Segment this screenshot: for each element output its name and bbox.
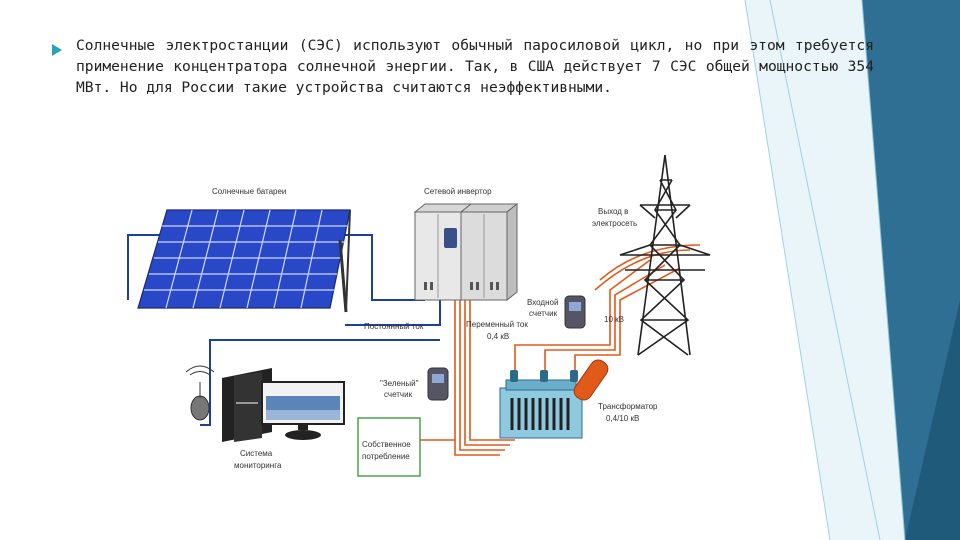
label-green-meter-line1: "Зеленый" bbox=[380, 379, 419, 388]
transformer bbox=[499, 359, 609, 439]
label-10kv: 10 кВ bbox=[604, 315, 624, 324]
dc-wire-lower bbox=[345, 298, 441, 326]
deco-line-3 bbox=[861, 0, 906, 540]
input-meter bbox=[564, 295, 586, 329]
label-inverter: Сетевой инвертор bbox=[424, 187, 492, 196]
inverter-display bbox=[444, 228, 457, 248]
label-grid-line1: Выход в bbox=[598, 207, 628, 216]
label-ac-line1: Переменный ток bbox=[466, 320, 528, 329]
monitoring-system bbox=[185, 365, 345, 442]
solar-panel-array bbox=[137, 209, 351, 309]
power-tower bbox=[619, 154, 711, 356]
deco-dark-band bbox=[862, 0, 960, 540]
deco-line-2 bbox=[769, 0, 881, 540]
inverter bbox=[413, 202, 519, 302]
dc-wires bbox=[127, 234, 441, 426]
dc-wire-panels-inverter bbox=[127, 234, 425, 301]
label-dc: Постоянный ток bbox=[364, 322, 424, 331]
label-consumption-line1: Собственное bbox=[362, 440, 411, 449]
label-green-meter-line2: счетчик bbox=[384, 390, 413, 399]
label-ac-line2: 0,4 кВ bbox=[487, 332, 509, 341]
green-meter bbox=[427, 367, 449, 401]
bullet-icon bbox=[52, 44, 62, 56]
consumption-box bbox=[357, 417, 421, 477]
label-input-meter-line2: счетчик bbox=[529, 309, 558, 318]
label-grid-line2: электросеть bbox=[592, 219, 637, 228]
body-paragraph: Солнечные электростанции (СЭС) использую… bbox=[76, 37, 874, 96]
label-input-meter-line1: Входной bbox=[527, 298, 558, 307]
dc-wire-monitoring bbox=[200, 339, 440, 426]
label-transformer-line2: 0,4/10 кВ bbox=[606, 414, 639, 423]
deco-line-1 bbox=[744, 0, 831, 540]
deco-darker-band bbox=[905, 300, 960, 540]
label-monitoring-line2: мониторинга bbox=[234, 461, 282, 470]
label-monitoring-line1: Система bbox=[240, 449, 273, 458]
label-panels: Солнечные батареи bbox=[212, 187, 286, 196]
ac-wires bbox=[420, 244, 701, 456]
solar-panels bbox=[137, 209, 351, 313]
label-transformer-line1: Трансформатор bbox=[598, 402, 658, 411]
label-consumption-line2: потребление bbox=[362, 452, 410, 461]
